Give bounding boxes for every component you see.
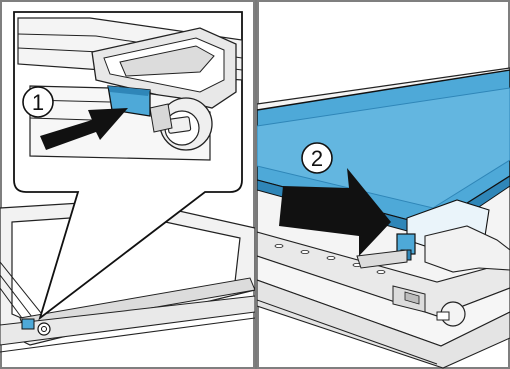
step-2-illustration: 2 bbox=[257, 0, 510, 369]
step-2-panel: 2 bbox=[257, 0, 510, 369]
step-1-number: 1 bbox=[32, 90, 44, 115]
step-2-number: 2 bbox=[311, 146, 323, 171]
step-2-label: 2 bbox=[302, 143, 332, 173]
step-1-label: 1 bbox=[23, 87, 53, 117]
step-1-panel: 1 bbox=[0, 0, 255, 369]
step-1-illustration: 1 bbox=[0, 0, 255, 369]
